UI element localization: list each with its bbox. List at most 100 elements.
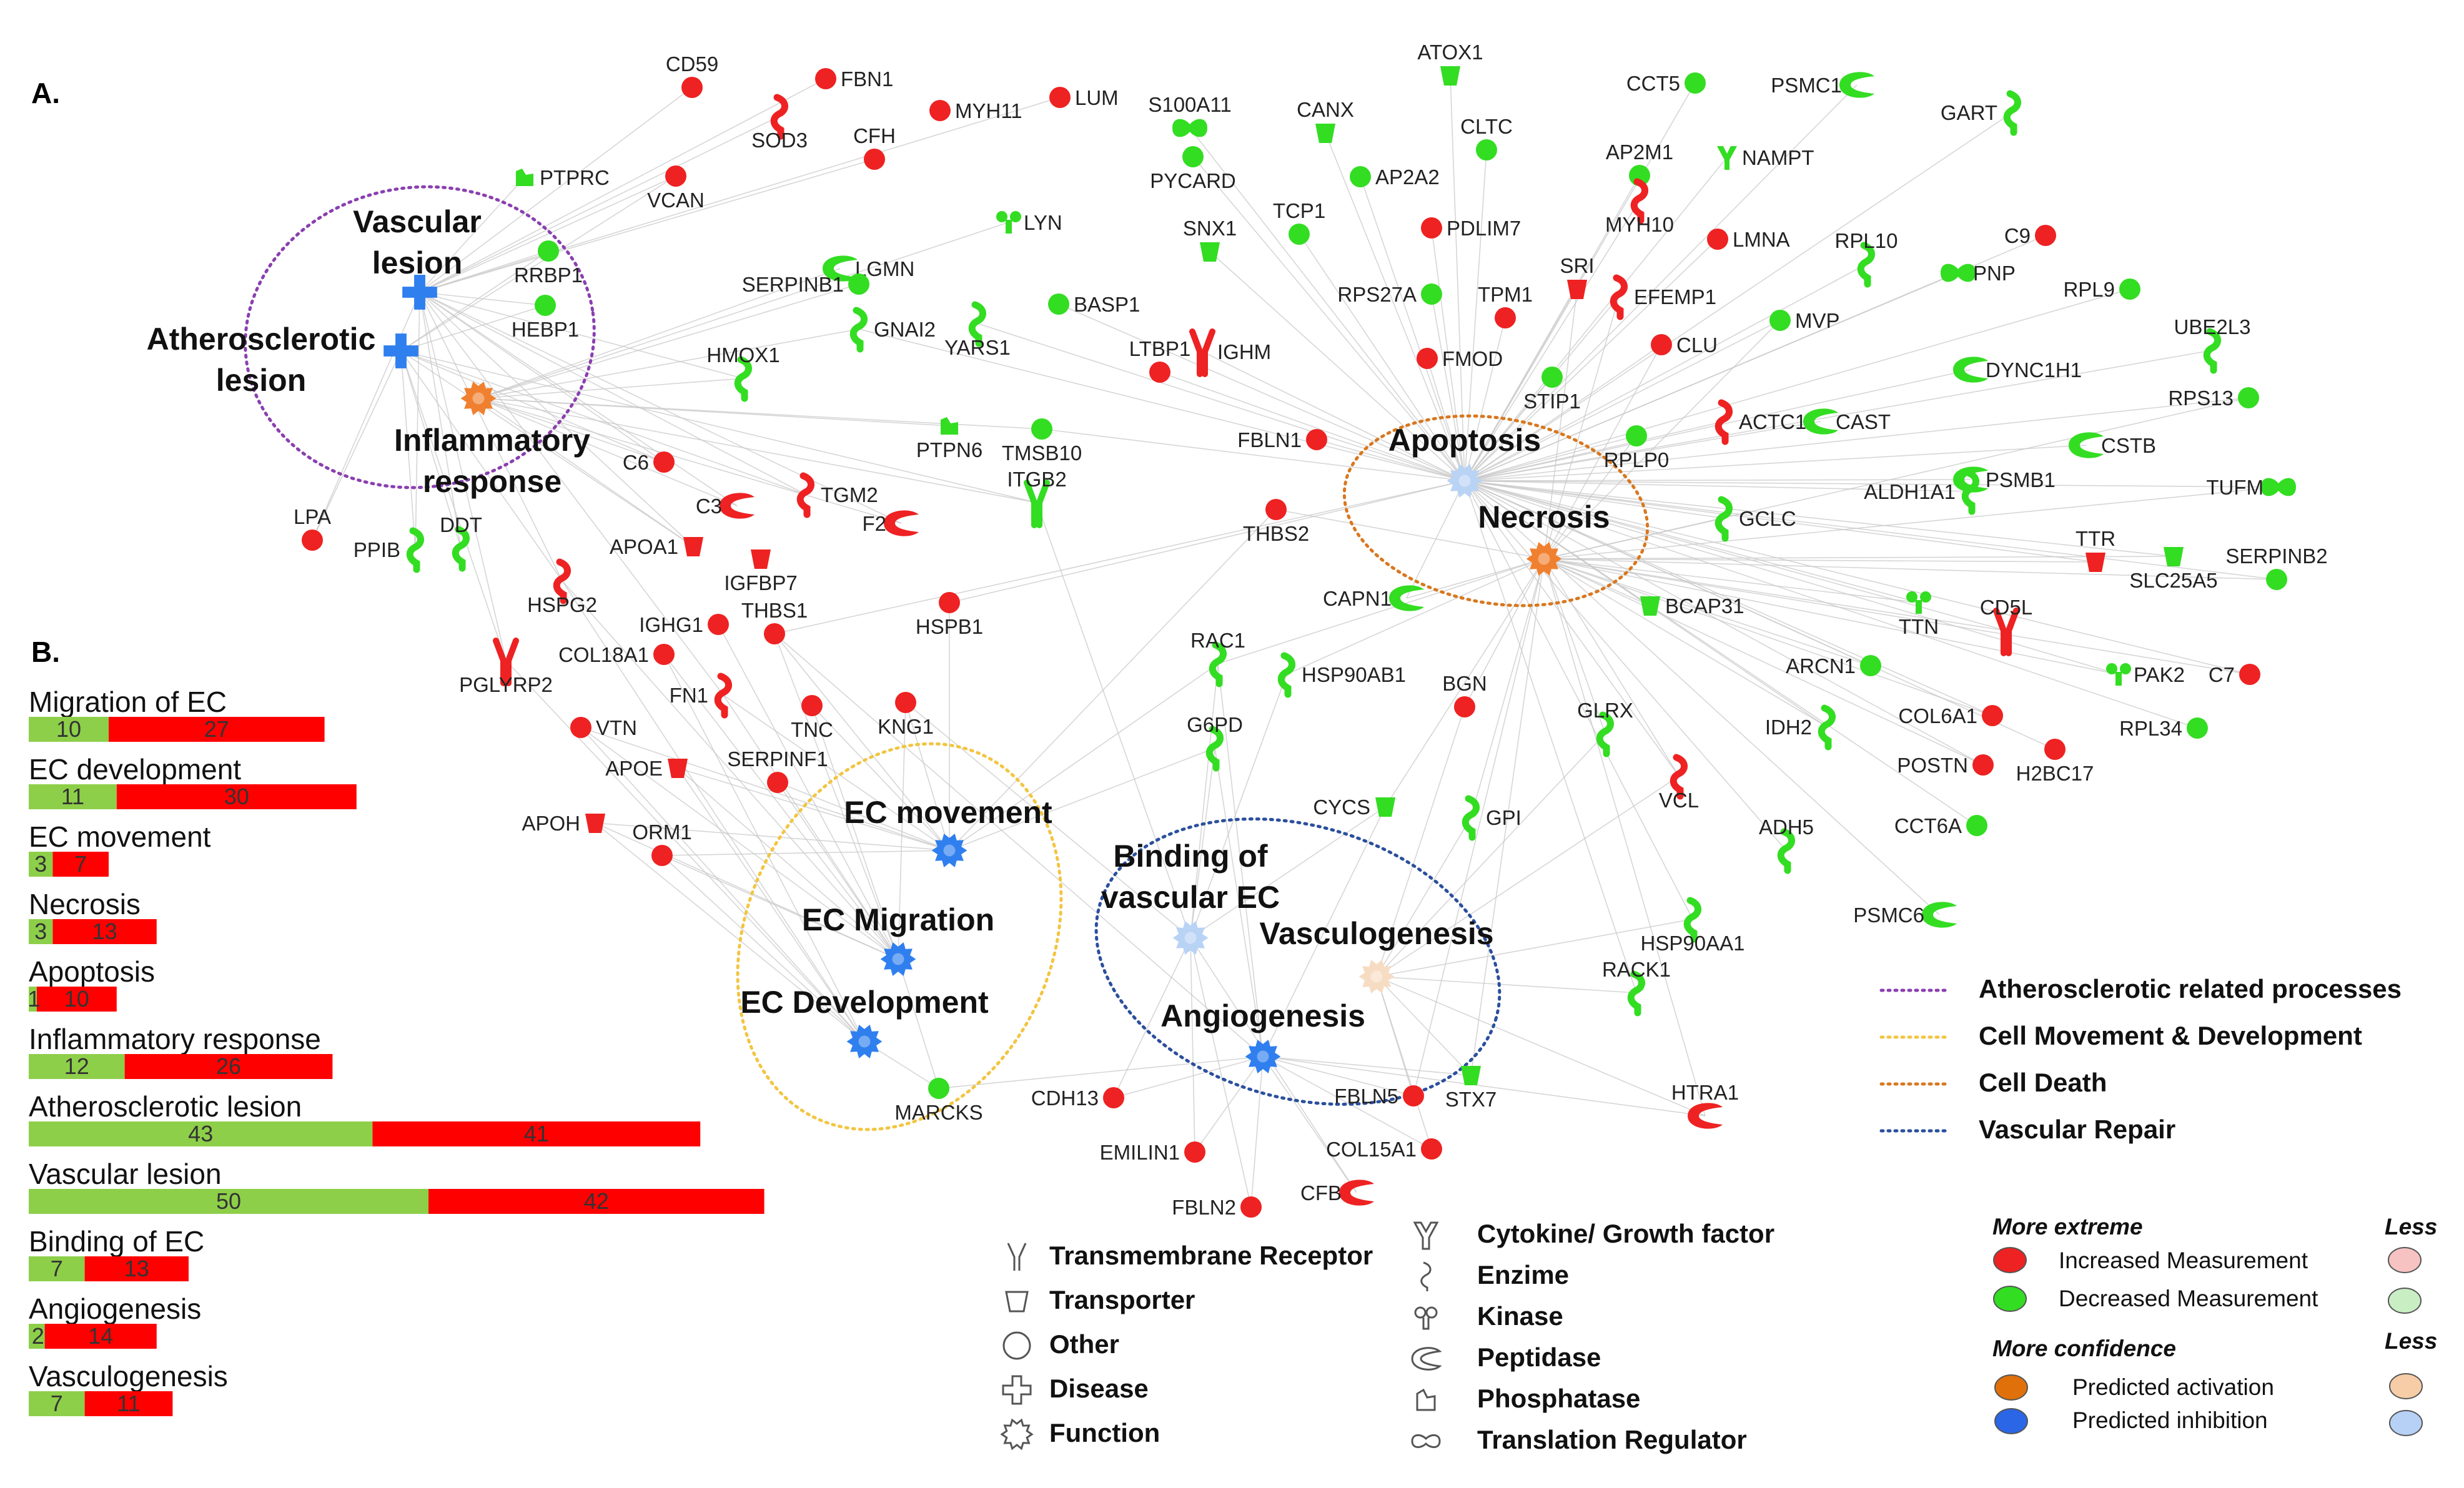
edge-ec-migration-vtn <box>580 727 899 960</box>
node-rac1-label: RAC1 <box>1190 629 1245 652</box>
edge-necrosis-gpi <box>1470 558 1545 818</box>
node-itgb2-label: ITGB2 <box>1007 468 1066 491</box>
node-cstb-label: CSTB <box>2101 434 2156 457</box>
node-s100a11-label: S100A11 <box>1148 93 1231 116</box>
node-serpinf1-label: SERPINF1 <box>727 747 828 771</box>
node-lyn-kinase-icon <box>996 211 1021 234</box>
legend-activation-swatch <box>1994 1374 2028 1401</box>
process-circles <box>244 185 1650 1131</box>
ec-development-label: EC Development <box>740 985 989 1020</box>
edge-atherosclerotic-lesion-pglyrp2 <box>400 350 507 661</box>
edge-ec-migration-marcks <box>898 958 939 1089</box>
edge-necrosis-hsp90ab1 <box>1286 558 1545 675</box>
edge-vascular-lesion-vcan <box>419 175 676 293</box>
edge-atherosclerotic-lesion-rrbp1 <box>400 250 549 352</box>
node-myh11-label: MYH11 <box>955 99 1022 122</box>
ec-migration-label: EC Migration <box>802 902 994 937</box>
edge-angiogenesis-rac1 <box>1217 663 1264 1057</box>
node-myh10-enzyme-icon <box>1630 178 1648 224</box>
edge-necrosis-postn <box>1543 558 1984 766</box>
edge-necrosis-c7 <box>1543 558 2250 675</box>
edge-apoptosis-c7 <box>1464 480 2250 675</box>
node-cct5-other-icon <box>1685 72 1706 94</box>
edge-vascular-lesion-hmox1 <box>419 292 744 379</box>
bar-vascular-lesion-label: Vascular lesion <box>29 1158 222 1190</box>
edge-vascular-lesion-cfh <box>419 159 875 293</box>
edge-ec-migration-thbs1 <box>774 633 899 960</box>
node-hsp90aa1-label: HSP90AA1 <box>1641 932 1745 955</box>
bar-binding-of-ec-increased <box>84 1256 189 1281</box>
node-pdlim7-label: PDLIM7 <box>1447 217 1521 240</box>
edge-necrosis-sri <box>1543 288 1578 559</box>
node-h2bc17-other-icon <box>2044 739 2066 760</box>
node-gart-enzyme-icon <box>2003 90 2021 136</box>
legend-activation-less-swatch <box>2389 1373 2423 1399</box>
node-igfbp7-transporter-icon <box>751 549 771 569</box>
edge-apoptosis-capn1 <box>1406 480 1465 599</box>
edge-ec-movement-thbs1 <box>774 633 950 851</box>
node-psmc1-label: PSMC1 <box>1771 74 1842 97</box>
edge-atherosclerotic-lesion-ddt <box>400 350 462 549</box>
node-tpm1-other-icon <box>1495 307 1516 328</box>
bar-atherosclerotic-lesion-decreased <box>29 1121 373 1146</box>
node-mvp-other-icon <box>1769 310 1791 331</box>
node-clu-other-icon <box>1651 334 1672 355</box>
node-marcks-label: MARCKS <box>894 1101 982 1124</box>
node-hsp90ab1-enzyme-icon <box>1277 652 1295 698</box>
node-igfbp7-label: IGFBP7 <box>724 571 797 594</box>
node-cct6a-other-icon <box>1966 815 1987 836</box>
node-tmsb10-label: TMSB10 <box>1002 441 1082 465</box>
node-thbs2-other-icon <box>1265 499 1287 520</box>
node-cast-peptidase-icon <box>1803 408 1838 435</box>
node-fbn1-label: FBN1 <box>841 67 893 91</box>
edge-necrosis-col6a1 <box>1543 558 1993 716</box>
node-efemp1-enzyme-icon <box>1610 274 1628 320</box>
node-fbln1-other-icon <box>1306 429 1327 450</box>
bar-vascular-lesion-increased-value: 42 <box>584 1188 609 1214</box>
node-ighg1-other-icon <box>708 614 729 635</box>
bar-ec-development-decreased-value: 11 <box>61 784 84 809</box>
vascular-lesion-disease-icon <box>402 275 437 310</box>
node-thbs1-other-icon <box>764 623 785 644</box>
edge-ec-development-vtn <box>580 727 865 1042</box>
node-bgn-other-icon <box>1454 696 1475 717</box>
edge-apoptosis-hsp90aa1 <box>1464 480 1693 920</box>
edge-necrosis-rps13 <box>1543 397 2249 559</box>
node-fbln5-label: FBLN5 <box>1334 1085 1398 1108</box>
edge-atherosclerotic-lesion-itgb2 <box>400 350 1037 503</box>
node-psmc1-peptidase-icon <box>1839 72 1874 98</box>
node-arcn1-other-icon <box>1860 655 1881 676</box>
legend-disease-icon <box>1002 1375 1032 1405</box>
bar-ec-development-increased <box>116 784 357 809</box>
node-sri-transporter-icon <box>1567 280 1587 299</box>
binding-vascular-ec-label: vascular EC <box>1101 880 1280 915</box>
node-myh11-other-icon <box>929 100 951 121</box>
edge-ec-movement-fn1 <box>723 694 950 851</box>
angiogenesis-function-icon <box>1245 1040 1281 1073</box>
edge-vascular-lesion-apoa1 <box>419 292 694 547</box>
bar-binding-of-ec-increased-value: 13 <box>124 1256 149 1281</box>
bar-necrosis-label: Necrosis <box>29 888 141 920</box>
node-sod3-label: SOD3 <box>751 129 808 152</box>
node-nampt-label: NAMPT <box>1742 146 1814 169</box>
ec-development-function-icon <box>846 1025 883 1058</box>
bar-migration-of-ec-increased-value: 27 <box>204 716 229 742</box>
bar-apoptosis-increased <box>36 987 117 1012</box>
bar-necrosis-increased <box>52 919 157 944</box>
vasculogenesis-function-icon <box>1358 960 1395 993</box>
node-capn1-label: CAPN1 <box>1323 587 1392 610</box>
node-rpl34-other-icon <box>2187 717 2208 739</box>
node-dync1h1-label: DYNC1H1 <box>1986 358 2082 382</box>
legend-transporter-icon <box>1005 1291 1029 1313</box>
node-ighm-receptor-icon <box>1189 328 1215 377</box>
bar-binding-of-ec-decreased <box>29 1256 85 1281</box>
node-h2bc17-label: H2BC17 <box>2016 762 2094 785</box>
node-cycs-label: CYCS <box>1313 796 1370 819</box>
node-glrx-label: GLRX <box>1577 699 1633 722</box>
inflammatory-response-label: response <box>423 464 562 499</box>
node-cd59-label: CD59 <box>666 52 718 76</box>
node-gnai2-enzyme-icon <box>849 307 868 353</box>
